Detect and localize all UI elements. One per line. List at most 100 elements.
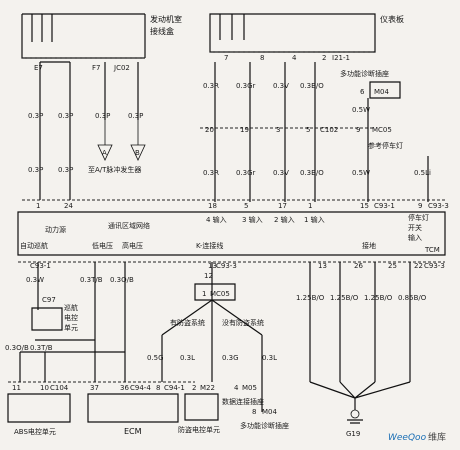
pin-4: 4 xyxy=(292,54,297,62)
tcm-top-connector-row: 1 24 18 5 17 1 15 C93-1 9 C93-3 xyxy=(22,199,449,210)
wire-label-abs-t: 0.3T/B xyxy=(30,344,53,352)
ecm-unit: ECM xyxy=(87,393,179,436)
comm-network-label: 通讯区域网络 xyxy=(108,221,150,230)
wire-label-panel-r1: 0.3R xyxy=(203,82,219,90)
pin-15: 15 xyxy=(360,202,369,210)
cruise-unit-label-2: 电控 xyxy=(64,313,78,322)
left-wires: 0.3P 0.3P 0.3P 0.3P 0.3P 0.3P A B 至A/T脉冲… xyxy=(28,61,146,200)
with-immo-label: 有防盗系统 xyxy=(170,318,205,327)
wire-label-left-3: 0.3P xyxy=(28,166,43,174)
pin-19: 19 xyxy=(240,126,249,134)
wire-label-ecm-g: 0.5G xyxy=(147,354,164,362)
pin-3: 3 xyxy=(276,126,280,134)
multi-diag-top-label: 多功能诊断插座 xyxy=(340,69,389,78)
wire-label-ecm-o: 0.3O/B xyxy=(110,276,134,284)
wire-label-panel-bo1: 0.3B/O xyxy=(300,82,324,90)
ecm-label: ECM xyxy=(124,427,142,436)
connector-c93-1-right: C93-1 xyxy=(374,202,395,210)
triangle-b-label: B xyxy=(135,149,140,157)
connector-c93-3-right: C93-3 xyxy=(428,202,449,210)
pin-13b: 13 xyxy=(318,262,327,270)
watermark: WeeQoo 维库 xyxy=(388,431,446,443)
low-voltage-label: 低电压 xyxy=(92,241,113,250)
wire-label-gnd-4: 0.85B/O xyxy=(398,294,427,302)
pin-7: 7 xyxy=(224,54,228,62)
wire-label-panel-v2: 0.3V xyxy=(273,169,289,177)
engine-junction-box-title-1: 发动机室 xyxy=(150,14,182,24)
dlc-label: 数据连接插座 xyxy=(222,397,264,406)
high-voltage-label: 高电压 xyxy=(122,241,143,250)
watermark-weiku: 维库 xyxy=(428,431,446,443)
k-line-label: K-连接线 xyxy=(196,241,223,250)
wire-label-cruise-w: 0.3W xyxy=(26,276,44,284)
wire-label-abs-o: 0.3O/B xyxy=(5,344,29,352)
pin-1: 1 xyxy=(36,202,40,210)
connector-i21-1: I21-1 xyxy=(332,54,350,62)
wire-label-panel-bo2: 0.3B/O xyxy=(300,169,324,177)
input-4-label: 4 输入 xyxy=(206,215,227,224)
pin-2b: 2 xyxy=(192,384,196,392)
pin-22: 22 xyxy=(414,262,423,270)
wire-label-dlc-g: 0.3G xyxy=(222,354,239,362)
ref-stop-lamp-label: 参考停车灯 xyxy=(368,141,403,150)
triangle-a-label: A xyxy=(102,149,107,157)
pin-25: 25 xyxy=(388,262,397,270)
pin-1b: 1 xyxy=(308,202,312,210)
pin-24: 24 xyxy=(64,202,73,210)
connector-c93-3-mid: C93-3 xyxy=(216,262,237,270)
pin-2: 2 xyxy=(322,54,326,62)
k-line-branch: 12 MC05 1 有防盗系统 没有防盗系统 0.5G 0.3L 0.3G 0.… xyxy=(147,262,277,392)
wire-label-left-4: 0.3P xyxy=(58,166,73,174)
tcm-block: 动力源 通讯区域网络 自动巡航 低电压 高电压 K-连接线 4 输入 3 输入 … xyxy=(17,211,446,256)
wire-label-ecm-t: 0.3T/B xyxy=(80,276,103,284)
pin-4c: 4 xyxy=(234,384,239,392)
wire-label-panel-gr2: 0.3Gr xyxy=(236,169,256,177)
input-2-label: 2 输入 xyxy=(274,215,295,224)
connector-c94-1: C94-1 xyxy=(164,384,185,392)
engine-junction-box-title-2: 接线盒 xyxy=(150,26,174,36)
pin-8c: 8 xyxy=(252,408,256,416)
connector-mc05-mid: MC05 xyxy=(210,290,230,298)
input-3-label: 3 输入 xyxy=(242,215,263,224)
wire-label-f7-2: 0.3P xyxy=(128,112,143,120)
input-1-label: 1 输入 xyxy=(304,215,325,224)
pin-9b: 9 xyxy=(418,202,422,210)
pin-8b: 8 xyxy=(156,384,160,392)
watermark-weeqoo: WeeQoo xyxy=(388,433,427,443)
connector-g19: G19 xyxy=(346,430,360,438)
cruise-label: 自动巡航 xyxy=(20,241,48,250)
cruise-unit: 0.3W C97 巡航 电控 单元 xyxy=(26,262,78,332)
pin-37: 37 xyxy=(90,384,99,392)
connector-c102: C102 xyxy=(320,126,338,134)
wire-label-panel-w2: 0.5W xyxy=(352,169,370,177)
connector-mc05-top: MC05 xyxy=(372,126,392,134)
tcm-label: TCM xyxy=(424,246,440,254)
connector-m05: M05 xyxy=(242,384,257,392)
pin-26: 26 xyxy=(354,262,363,270)
cruise-unit-label-3: 单元 xyxy=(64,323,78,332)
wire-label-panel-w1: 0.5W xyxy=(352,106,370,114)
pin-18: 18 xyxy=(208,202,217,210)
without-immo-label: 没有防盗系统 xyxy=(222,318,264,327)
connector-c97: C97 xyxy=(42,296,56,304)
engine-junction-box: 发动机室 接线盒 E7 F7 JC02 xyxy=(21,13,182,72)
immo-ecu-label: 防盗电控单元 xyxy=(178,425,220,434)
wire-label-panel-li: 0.5Li xyxy=(414,169,431,177)
pin-6: 6 xyxy=(360,88,365,96)
tcm-bottom-connector-row: C93-1 13 C93-3 13 26 25 22 C93-3 xyxy=(18,261,445,270)
connector-m04-top: M04 xyxy=(374,88,389,96)
ecm-wires: 0.3T/B 0.3O/B 0.3O/B 0.3T/B 11 10 C104 3… xyxy=(5,262,195,392)
power-source-label: 动力源 xyxy=(45,225,66,234)
wire-label-panel-gr1: 0.3Gr xyxy=(236,82,256,90)
pin-36: 36 xyxy=(120,384,129,392)
pin-9: 9 xyxy=(356,126,360,134)
ground-bundle: 1.25B/O 1.25B/O 1.25B/O 0.85B/O G19 xyxy=(296,262,427,438)
wire-label-gnd-1: 1.25B/O xyxy=(296,294,325,302)
connector-jc02: JC02 xyxy=(113,64,130,72)
connector-c104: C104 xyxy=(50,384,69,392)
wire-label-panel-v1: 0.3V xyxy=(273,82,289,90)
pin-12: 12 xyxy=(204,272,213,280)
ground-label: 接地 xyxy=(362,241,376,250)
abs-ecu: ABS电控单元 xyxy=(7,393,71,436)
